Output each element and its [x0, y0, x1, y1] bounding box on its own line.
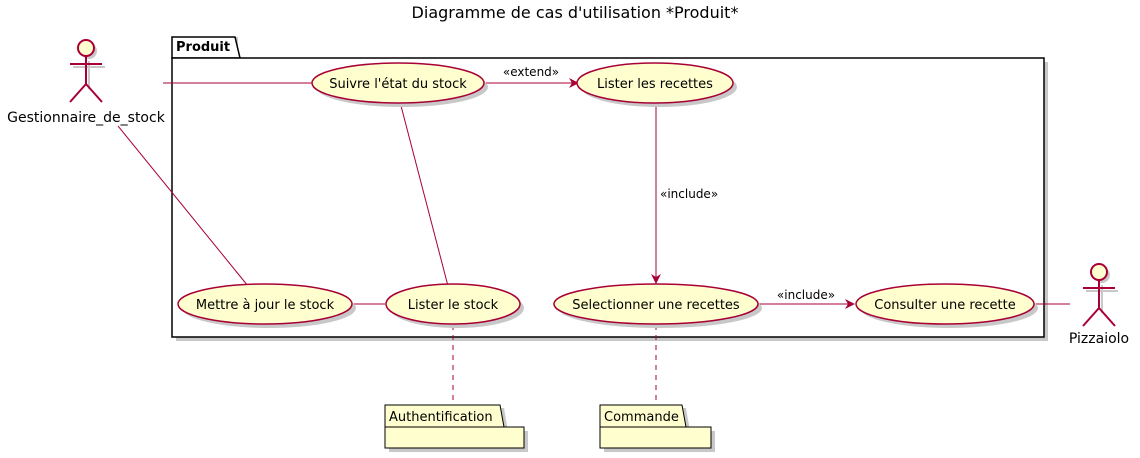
- association-lines: [117, 78, 1070, 404]
- actor-pizzaiolo-label: Pizzaiolo: [1069, 331, 1129, 347]
- package-commande: Commande: [599, 404, 715, 452]
- package-authentification: Authentification: [384, 404, 528, 452]
- use-case-mettre-a-jour-label: Mettre à jour le stock: [196, 298, 335, 313]
- package-commande-label: Commande: [604, 410, 679, 425]
- use-case-consulter: Consulter une recette: [855, 283, 1038, 328]
- use-case-selectionner-label: Selectionner une recettes: [572, 298, 740, 313]
- actor-pizzaiolo: Pizzaiolo: [1069, 263, 1129, 347]
- package-authentification-label: Authentification: [389, 410, 493, 425]
- actor-pizzaiolo-figure-icon: [1082, 263, 1118, 327]
- include-label-vertical: «include»: [660, 187, 718, 201]
- use-case-consulter-label: Consulter une recette: [874, 298, 1015, 313]
- extend-label: «extend»: [503, 65, 559, 79]
- diagram-title: Diagramme de cas d'utilisation *Produit*: [412, 3, 739, 22]
- actor-stock-manager: Gestionnaire_de_stock: [7, 39, 166, 126]
- use-case-lister-stock: Lister le stock: [385, 283, 524, 328]
- package-produit: Produit: [171, 36, 1048, 341]
- use-case-lister-stock-label: Lister le stock: [408, 298, 499, 313]
- use-case-suivre-label: Suivre l'état du stock: [329, 77, 467, 92]
- package-produit-label: Produit: [176, 40, 230, 55]
- use-case-suivre: Suivre l'état du stock: [311, 62, 488, 107]
- use-case-lister-recettes-label: Lister les recettes: [597, 77, 713, 92]
- association-manager-mettre: [117, 125, 249, 287]
- use-case-mettre-a-jour: Mettre à jour le stock: [177, 283, 356, 328]
- actor-stock-manager-figure-icon: [69, 39, 105, 103]
- include-label-horizontal: «include»: [777, 288, 835, 302]
- association-suivre-lister-stock: [399, 101, 449, 287]
- use-case-selectionner: Selectionner une recettes: [553, 283, 762, 328]
- use-case-lister-recettes: Lister les recettes: [576, 62, 737, 107]
- actor-stock-manager-label: Gestionnaire_de_stock: [7, 110, 166, 126]
